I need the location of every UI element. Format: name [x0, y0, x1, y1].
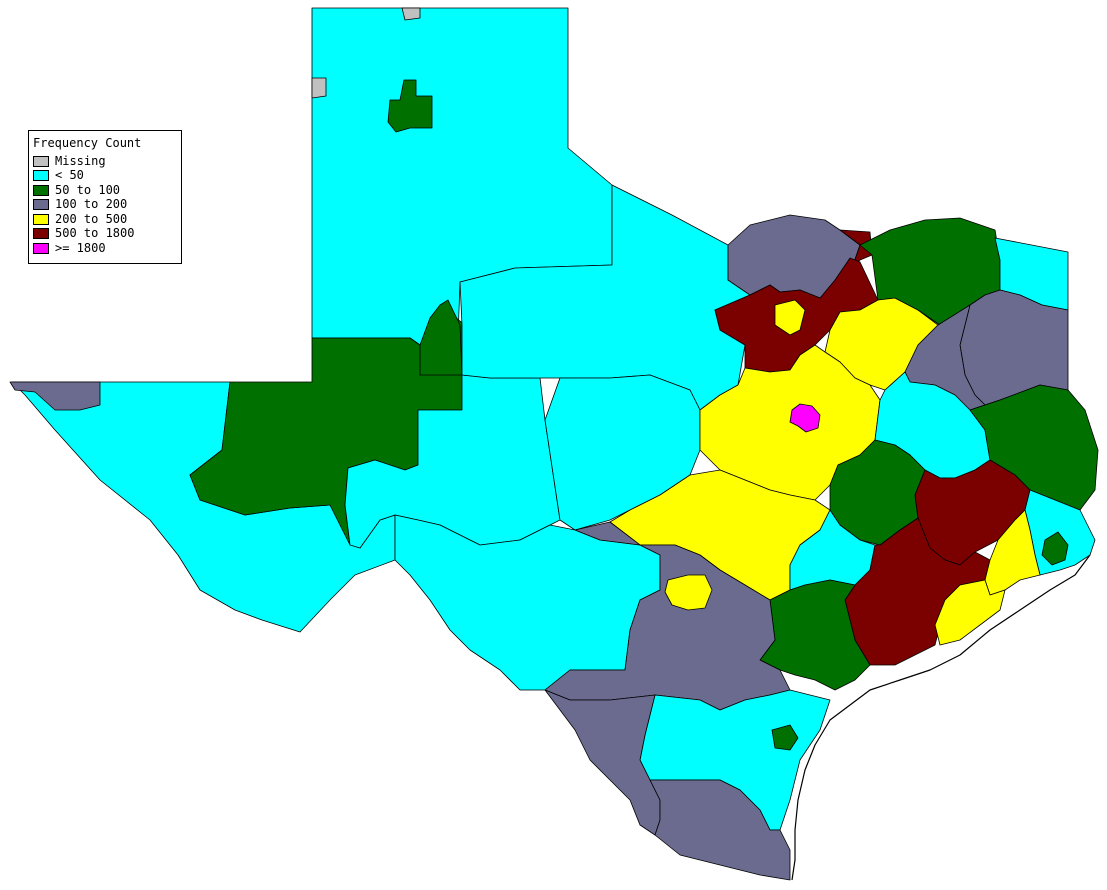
- region-permian: [419, 299, 463, 376]
- legend-title: Frequency Count: [33, 136, 142, 150]
- legend-label: 200 to 500: [55, 211, 128, 226]
- region-amarillo: [387, 79, 433, 133]
- coastline-edge: [791, 554, 1091, 881]
- legend-label: Missing: [55, 153, 106, 168]
- legend-swatch: [33, 184, 49, 196]
- legend: Frequency Count Missing < 50 50 to 100 1…: [28, 130, 182, 264]
- region-valley: [649, 779, 791, 881]
- legend-label: 500 to 1800: [55, 226, 135, 241]
- region-panhandle-missing-top: [401, 7, 421, 21]
- region-el-paso: [9, 381, 101, 411]
- region-corpus: [771, 724, 799, 751]
- legend-swatch: [33, 242, 49, 254]
- legend-item-lt50: < 50: [33, 169, 177, 184]
- legend-item-200to500: 200 to 500: [33, 212, 177, 227]
- legend-item-50to100: 50 to 100: [33, 183, 177, 198]
- region-panhandle-missing-left: [311, 77, 327, 99]
- region-coastal-yellow: [934, 579, 1006, 646]
- legend-item-ge1800: >= 1800: [33, 241, 177, 256]
- legend-swatch: [33, 155, 49, 167]
- legend-item-100to200: 100 to 200: [33, 198, 177, 213]
- legend-item-500to1800: 500 to 1800: [33, 227, 177, 242]
- legend-label: < 50: [55, 168, 84, 183]
- region-waco: [789, 403, 821, 433]
- legend-swatch: [33, 213, 49, 225]
- legend-swatch: [33, 170, 49, 182]
- legend-label: 50 to 100: [55, 182, 121, 197]
- legend-swatch: [33, 199, 49, 211]
- legend-label: 100 to 200: [55, 197, 128, 212]
- region-san-antonio: [664, 574, 713, 611]
- region-beaumont-core: [1041, 531, 1069, 566]
- legend-swatch: [33, 228, 49, 240]
- legend-item-missing: Missing: [33, 154, 177, 169]
- region-north-200to500: [774, 299, 806, 336]
- region-galveston: [984, 509, 1041, 596]
- legend-label: >= 1800: [55, 240, 106, 255]
